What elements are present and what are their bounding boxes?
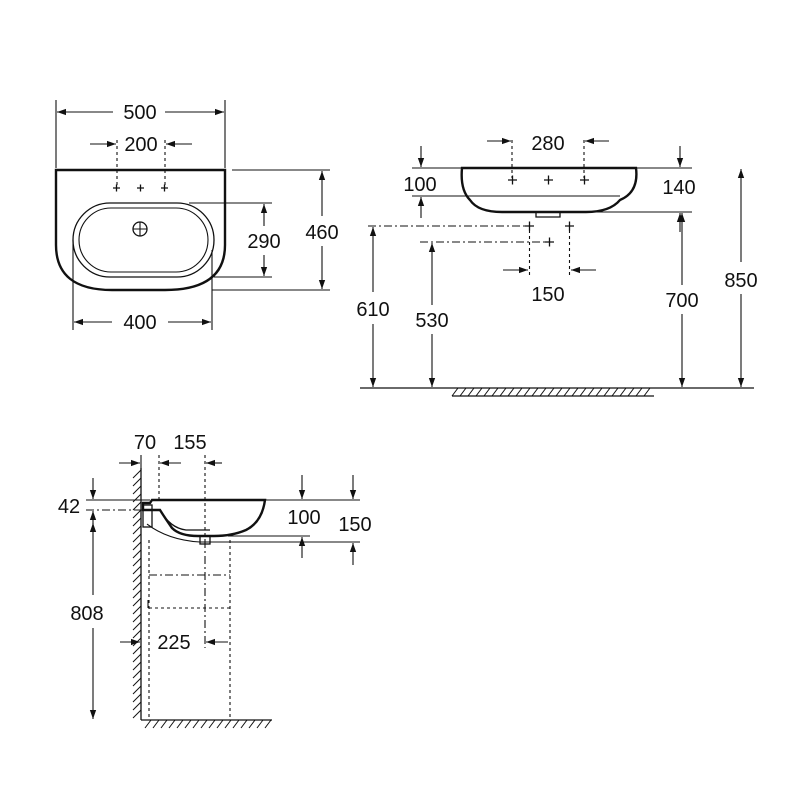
front-basin-outline	[460, 166, 638, 214]
waste-connection-marks	[525, 221, 574, 247]
dim-290-label: 290	[247, 231, 280, 253]
dim-400-label: 400	[123, 312, 156, 334]
top-view: 500 200 460 290 400	[54, 100, 339, 334]
dim-100-front-label: 100	[403, 174, 436, 196]
dim-225-label: 225	[157, 632, 190, 654]
front-tap-marks	[508, 175, 589, 185]
dim-155-label: 155	[173, 432, 206, 454]
dim-42-label: 42	[58, 496, 80, 518]
dim-150-front-label: 150	[531, 284, 564, 306]
dim-280-label: 280	[531, 133, 564, 155]
dim-140-label: 140	[662, 177, 695, 199]
tap-holes	[113, 184, 168, 192]
front-view: 280 100 140 150 610 530 700	[356, 133, 758, 397]
dim-808-label: 808	[70, 603, 103, 625]
dim-610-label: 610	[356, 299, 389, 321]
side-floor-hatch	[144, 719, 272, 729]
wall-hatch	[132, 469, 142, 719]
dim-850-label: 850	[724, 270, 757, 292]
front-floor-hatch	[451, 387, 654, 397]
dim-70-label: 70	[134, 432, 156, 454]
dim-530-label: 530	[415, 310, 448, 332]
side-view: 70 155 42 808 100 150 225	[58, 432, 372, 729]
dim-700-label: 700	[665, 290, 698, 312]
wall-bracket	[142, 504, 153, 528]
dim-100-side-label: 100	[287, 507, 320, 529]
dim-200-label: 200	[124, 134, 157, 156]
bowl-outline-outer	[72, 202, 215, 278]
basin-outline	[54, 168, 227, 292]
bowl-outline-inner	[78, 207, 209, 273]
dim-500-label: 500	[123, 102, 156, 124]
dim-150-side-label: 150	[338, 514, 371, 536]
dim-460-label: 460	[305, 222, 338, 244]
